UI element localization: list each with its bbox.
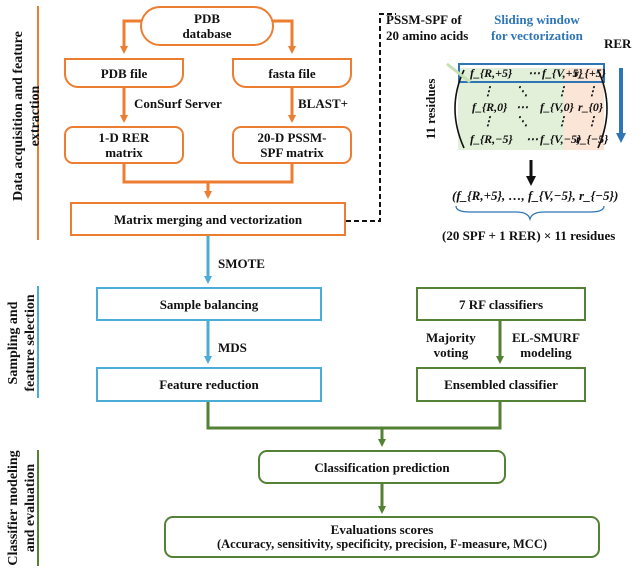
matrix-left-paren [454,69,465,149]
rf-classifiers-node: 7 RF classifiers [416,287,586,321]
edge-merge-join [122,164,294,184]
ensembled-classifier-node: Ensembled classifier [416,367,586,402]
rer-label: RER [604,36,632,51]
matrix-cell-r1-c3: f_{V,+5} [542,66,583,80]
el-smurf-label: EL-SMURF modeling [512,330,580,360]
residues-label: 11 residues [423,78,438,140]
inset-bracket [346,13,396,222]
majority-voting-label: Majority voting [426,330,476,360]
section-title-sampling: Sampling and feature selection [6,294,38,392]
matrix-vdots-2: ⋮ [556,84,568,98]
matrix-cell-r2-c3: f_{V,0} [540,100,574,114]
matrix-cell-r1-c2: ⋯ [528,66,540,80]
matrix-vdots-4: ⋮ [482,114,494,128]
vector-expression: (f_{R,+5}, …, f_{V,−5}, r_{−5}) [452,188,619,203]
edge-db-pdb [120,19,142,54]
matrix-vdots-5: ⋮ [556,114,568,128]
matrix-cell-r3-c1: f_{R,−5} [470,132,513,146]
matrix-vdots-3: ⋮ [586,84,598,98]
matrix-cell-r2-c2: ⋯ [516,100,528,114]
pdb-file-node: PDB file [64,58,184,88]
matrix-cell-r2-c1: f_{R,0} [472,100,508,114]
matrix-ddots-1: ⋱ [516,84,528,98]
matrix-merge-node: Matrix merging and vectorization [70,202,346,236]
matrix-cell-r3-c3: f_{V,−5} [540,132,582,146]
matrix-cell-r1-c1: f_{R,+5} [470,66,513,80]
matrix-ddots-2: ⋱ [516,114,528,128]
evaluation-scores-node: Evaluations scores (Accuracy, sensitivit… [164,516,600,558]
classification-prediction-node: Classification prediction [258,450,506,484]
evaluation-metrics: (Accuracy, sensitivity, specificity, pre… [216,537,548,551]
pssm-spf-label: PSSM-SPF of 20 amino acids [386,12,469,43]
matrix-cell-r3-c2: ⋯ [526,132,538,146]
blast-label: BLAST+ [298,96,349,111]
sliding-window-label: Sliding window for vectorization [491,12,583,43]
consurf-label: ConSurf Server [134,96,222,111]
evaluation-title: Evaluations scores [330,522,434,537]
pssm-matrix-node: 20-D PSSM- SPF matrix [232,126,352,164]
window-pointer-arrow [446,62,471,84]
smote-label: SMOTE [218,256,265,271]
feature-count-formula: (20 SPF + 1 RER) × 11 residues [442,228,616,243]
matrix-cell-r1-c4: r_{+5} [574,66,606,80]
fasta-file-node: fasta file [232,58,352,88]
matrix-right-paren [597,69,608,149]
pdb-database-node: PDB database [140,6,274,46]
mds-label: MDS [218,340,247,355]
vector-brace [455,205,605,222]
matrix-cell-r3-c4: r_{−5} [576,132,609,146]
rer-matrix-node: 1-D RER matrix [64,126,184,164]
matrix-vdots-1: ⋮ [482,84,494,98]
section-title-classifier: Classifier modeling and evaluation [6,450,38,566]
sample-balancing-node: Sample balancing [96,287,322,321]
edge-db-fasta [272,19,296,54]
matrix-cell-r2-c4: r_{0} [578,100,604,114]
section-title-data: Data acquisition and feature extraction [11,31,43,201]
matrix-vdots-6: ⋮ [586,114,598,128]
edge-join-prediction [206,402,502,430]
feature-reduction-node: Feature reduction [96,367,322,402]
